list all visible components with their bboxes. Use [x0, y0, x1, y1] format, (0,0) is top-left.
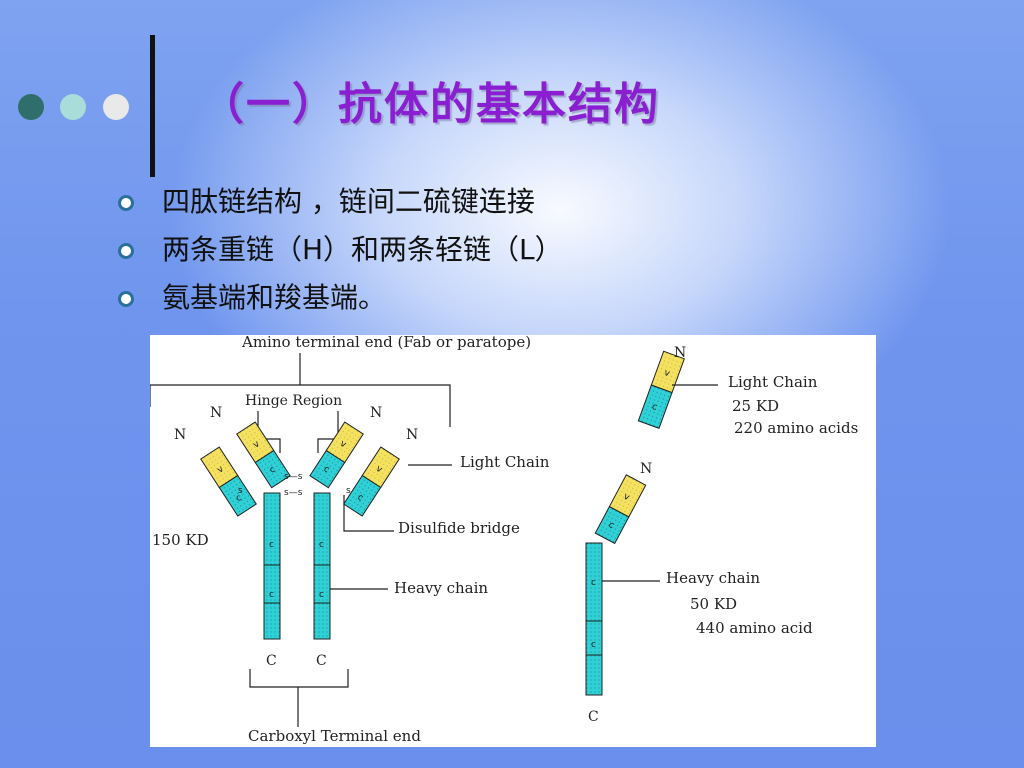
svg-text:s—s: s—s: [284, 488, 303, 498]
hc-aa: 440 amino acid: [696, 619, 813, 637]
bullet-item: 两条重链（H）和两条轻链（L）: [118, 228, 563, 276]
svg-text:c: c: [591, 640, 596, 650]
svg-text:c: c: [355, 492, 365, 503]
title-divider: [150, 35, 155, 177]
lc-aa: 220 amino acids: [734, 419, 858, 437]
svg-text:c: c: [319, 540, 324, 550]
n-terminal: N: [370, 405, 382, 421]
heavy-chain-label: Heavy chain: [394, 579, 488, 597]
c-terminal: C: [316, 653, 327, 669]
n-terminal: N: [174, 427, 186, 443]
svg-text:c: c: [319, 590, 324, 600]
heavy-chain-left-arm: v c: [236, 421, 291, 489]
svg-text:c: c: [268, 465, 278, 476]
c-terminal: C: [588, 709, 599, 725]
decor-dot-light: [103, 94, 129, 120]
bullet-text: 两条重链（H）和两条轻链（L）: [162, 233, 563, 266]
heavy-chain-isolated: v c: [594, 474, 647, 545]
heavy-chain-right-arm: v c: [309, 421, 364, 489]
light-chain-isolated: v c: [637, 350, 685, 429]
molecular-weight: 150 KD: [152, 531, 209, 549]
svg-text:c: c: [322, 464, 332, 475]
light-chain-label: Light Chain: [460, 453, 550, 471]
c-terminal: C: [266, 653, 277, 669]
svg-text:c: c: [234, 493, 244, 504]
bullet-list: 四肽链结构 ，链间二硫键连接 两条重链（H）和两条轻链（L） 氨基端和羧基端。: [118, 180, 563, 324]
svg-text:v: v: [622, 492, 632, 504]
svg-text:c: c: [269, 540, 274, 550]
svg-text:v: v: [216, 464, 226, 476]
svg-text:c: c: [650, 402, 658, 413]
svg-text:s—s: s—s: [284, 472, 303, 482]
disulfide-label: Disulfide bridge: [398, 519, 520, 537]
n-terminal: N: [210, 405, 222, 421]
bullet-icon: [118, 243, 134, 259]
bullet-item: 四肽链结构 ，链间二硫键连接: [118, 180, 563, 228]
decor-dot-teal: [60, 94, 86, 120]
svg-text:v: v: [374, 464, 384, 476]
svg-text:s: s: [238, 486, 243, 496]
svg-text:s: s: [346, 486, 351, 496]
decor-dot-dark: [18, 94, 44, 120]
hinge-label: Hinge Region: [245, 393, 342, 409]
heavy-chain-isolated-stem: [585, 542, 603, 696]
svg-text:c: c: [591, 578, 596, 588]
bullet-text: 氨基端和羧基端。: [162, 281, 387, 314]
svg-text:v: v: [252, 439, 262, 451]
lc-title: Light Chain: [728, 373, 818, 391]
n-terminal: N: [640, 461, 652, 477]
heavy-chain-left-stem: [263, 492, 281, 640]
bullet-text: 四肽链结构 ，链间二硫键连接: [162, 185, 535, 218]
svg-text:c: c: [607, 520, 616, 531]
slide-title: （一）抗体的基本结构: [200, 79, 660, 130]
antibody-diagram: Amino terminal end (Fab or paratope) Hin…: [150, 335, 876, 747]
bullet-icon: [118, 195, 134, 211]
n-terminal: N: [406, 427, 418, 443]
heavy-chain-right-stem: [313, 492, 331, 640]
carboxyl-end-label: Carboxyl Terminal end: [248, 727, 421, 745]
n-terminal: N: [674, 345, 686, 361]
svg-text:v: v: [663, 368, 672, 379]
bullet-item: 氨基端和羧基端。: [118, 276, 563, 324]
light-chain-left: v c: [200, 446, 257, 517]
light-chain-right: v c: [343, 446, 400, 517]
lc-kd: 25 KD: [732, 397, 779, 415]
hc-title: Heavy chain: [666, 569, 760, 587]
amino-end-label: Amino terminal end (Fab or paratope): [241, 335, 531, 351]
bullet-icon: [118, 291, 134, 307]
hc-kd: 50 KD: [690, 595, 737, 613]
svg-text:v: v: [338, 439, 348, 451]
svg-text:c: c: [269, 590, 274, 600]
antibody-svg: Amino terminal end (Fab or paratope) Hin…: [150, 335, 858, 745]
